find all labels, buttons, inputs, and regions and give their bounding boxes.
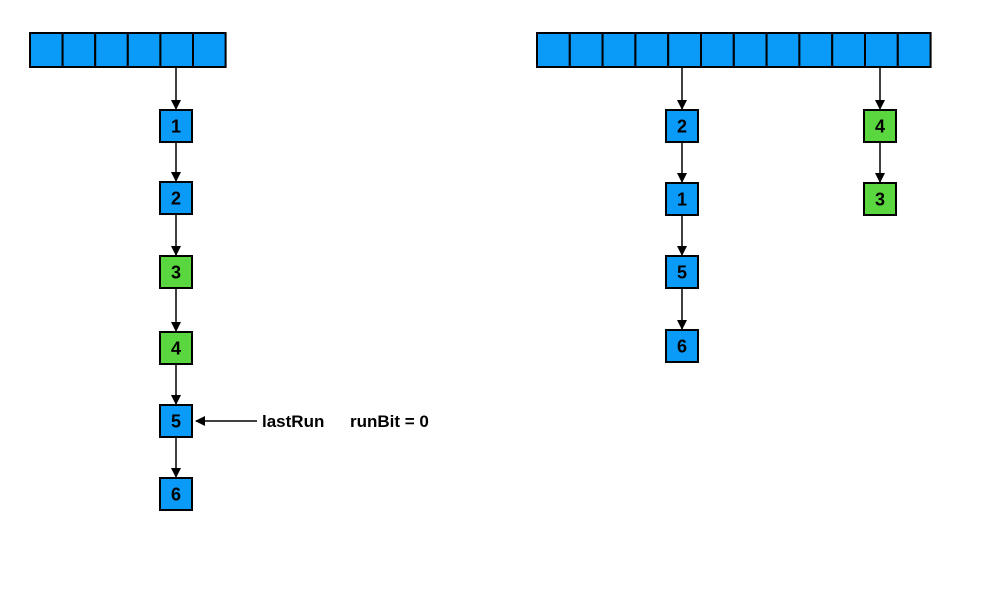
chain-node: 3 — [159, 255, 193, 289]
bucket-cell — [536, 32, 571, 68]
node-label: 3 — [875, 190, 885, 210]
node-box — [863, 182, 897, 216]
bucket-cell — [61, 32, 97, 68]
bucket-cell — [126, 32, 162, 68]
bucket-cell — [159, 32, 194, 68]
chain-node: 1 — [665, 182, 699, 216]
node-box — [863, 109, 897, 143]
bucket-cell — [667, 32, 703, 68]
chain-node: 5 — [159, 404, 193, 438]
bucket-cell — [700, 32, 735, 68]
node-box — [159, 109, 193, 143]
node-box — [665, 255, 699, 289]
bucket-cell — [568, 32, 604, 68]
chain-node: 3 — [863, 182, 897, 216]
node-label: 5 — [171, 412, 181, 432]
right-chain-arrows — [677, 67, 885, 330]
bucket-cell — [798, 32, 834, 68]
node-label: 1 — [171, 117, 181, 137]
node-box — [159, 255, 193, 289]
chain-node: 2 — [665, 109, 699, 143]
chain-node: 4 — [863, 109, 897, 143]
left-diagram: 1 2 3 4 5 6 lastRun runBit = 0 — [29, 32, 429, 511]
bucket-cell — [634, 32, 670, 68]
run-bit-label: runBit = 0 — [350, 412, 429, 431]
chain-node: 1 — [159, 109, 193, 143]
node-box — [665, 182, 699, 216]
bucket-cell — [896, 32, 932, 68]
left-chain-nodes: 1 2 3 4 5 6 — [159, 109, 193, 511]
right-bucket-array — [536, 32, 932, 68]
chain-node: 6 — [665, 329, 699, 363]
node-label: 6 — [677, 337, 687, 357]
node-box — [159, 477, 193, 511]
node-box — [159, 404, 193, 438]
bucket-cell — [29, 32, 64, 68]
chain-node: 6 — [159, 477, 193, 511]
node-label: 5 — [677, 263, 687, 283]
left-bucket-array — [29, 32, 227, 68]
chain-node: 2 — [159, 181, 193, 215]
bucket-cell — [864, 32, 899, 68]
node-box — [159, 181, 193, 215]
bucket-cell — [192, 32, 227, 68]
chain-node: 5 — [665, 255, 699, 289]
bucket-cell — [601, 32, 637, 68]
bucket-cell — [94, 32, 129, 68]
node-label: 2 — [677, 117, 687, 137]
node-box — [159, 331, 193, 365]
node-label: 2 — [171, 189, 181, 209]
right-diagram: 2 1 5 6 4 3 — [536, 32, 932, 363]
bucket-cell — [831, 32, 867, 68]
bucket-cell — [732, 32, 768, 68]
chain-node: 4 — [159, 331, 193, 365]
node-label: 4 — [171, 339, 181, 359]
node-label: 6 — [171, 485, 181, 505]
node-label: 3 — [171, 263, 181, 283]
node-box — [665, 109, 699, 143]
bucket-cell — [765, 32, 801, 68]
last-run-label: lastRun — [262, 412, 324, 431]
node-label: 4 — [875, 117, 885, 137]
node-box — [665, 329, 699, 363]
node-label: 1 — [677, 190, 687, 210]
right-chain-nodes: 2 1 5 6 4 3 — [665, 109, 897, 363]
